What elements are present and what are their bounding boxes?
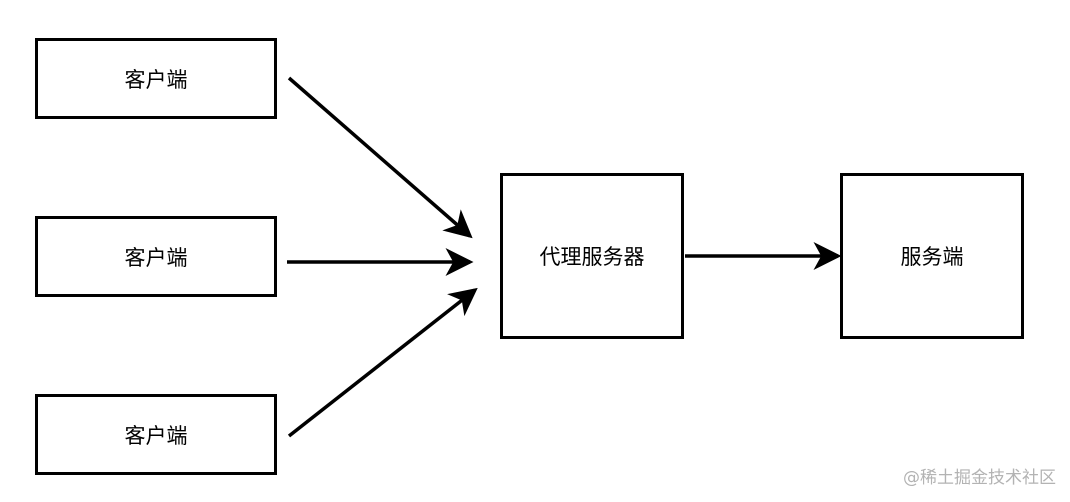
client-node-1-label: 客户端 [124, 67, 188, 92]
client-node-3-label: 客户端 [124, 423, 188, 448]
proxy-server-node: 代理服务器 [500, 173, 684, 339]
arrow-client-1-to-proxy [287, 76, 473, 239]
server-node: 服务端 [840, 173, 1024, 339]
server-label: 服务端 [900, 245, 964, 269]
client-node-2-label: 客户端 [124, 245, 188, 270]
proxy-server-label: 代理服务器 [539, 245, 645, 269]
arrow-client-3-to-proxy [287, 287, 478, 438]
client-node-1: 客户端 [35, 38, 277, 119]
watermark: @稀土掘金技术社区 [903, 468, 1056, 488]
client-node-2: 客户端 [35, 216, 277, 297]
client-node-3: 客户端 [35, 394, 277, 475]
